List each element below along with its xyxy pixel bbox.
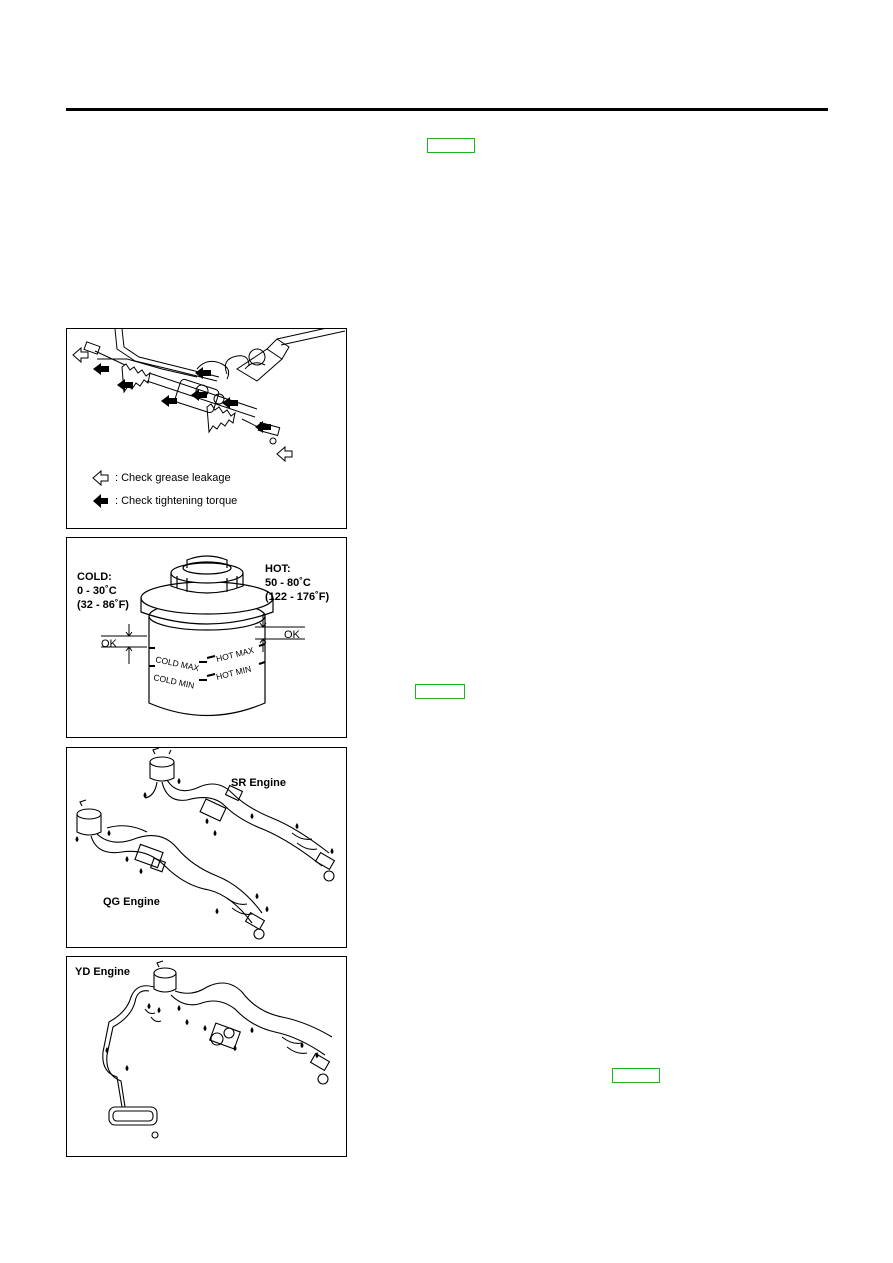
reservoir-illustration: COLD MAX COLD MIN HOT MAX HOT MIN OK OK … xyxy=(77,555,330,717)
legend-torque-icon xyxy=(93,494,108,508)
steering-gear-illustration: : Check grease leakage : Check tightenin… xyxy=(72,329,346,508)
mark-cold-max: COLD MAX xyxy=(155,654,201,673)
figure-sr-qg-hoses: SR Engine QG Engine xyxy=(66,747,347,948)
figure-reservoir-level: COLD MAX COLD MIN HOT MAX HOT MIN OK OK … xyxy=(66,537,347,738)
yd-engine-label: YD Engine xyxy=(75,966,130,978)
sr-engine-label: SR Engine xyxy=(231,777,286,789)
cold-range-f: (32 - 86˚F) xyxy=(77,599,129,611)
mark-cold-min: COLD MIN xyxy=(153,672,196,690)
qg-engine-label: QG Engine xyxy=(103,896,160,908)
ok-left-label: OK xyxy=(101,638,118,650)
hot-range-f: (122 - 176˚F) xyxy=(265,591,330,603)
mark-hot-max: HOT MAX xyxy=(215,645,255,664)
mark-hot-min: HOT MIN xyxy=(215,664,252,682)
link-box-top[interactable] xyxy=(427,138,475,153)
figure-yd-hoses: YD Engine xyxy=(66,956,347,1157)
link-box-bottom[interactable] xyxy=(612,1068,660,1083)
cold-range-c: 0 - 30˚C xyxy=(77,585,117,597)
legend-grease-icon xyxy=(92,469,109,487)
cold-title: COLD: xyxy=(77,571,112,583)
figure-steering-inspection: : Check grease leakage : Check tightenin… xyxy=(66,328,347,529)
ok-right-label: OK xyxy=(284,629,301,641)
link-box-mid[interactable] xyxy=(415,684,465,699)
yd-hose-illustration: YD Engine xyxy=(75,960,333,1139)
header-rule xyxy=(66,108,828,111)
hot-range-c: 50 - 80˚C xyxy=(265,577,311,589)
legend-grease-label: : Check grease leakage xyxy=(115,472,231,484)
hot-title: HOT: xyxy=(265,563,291,575)
legend-torque-label: : Check tightening torque xyxy=(115,495,237,507)
sr-qg-hose-illustration: SR Engine QG Engine xyxy=(75,748,336,940)
